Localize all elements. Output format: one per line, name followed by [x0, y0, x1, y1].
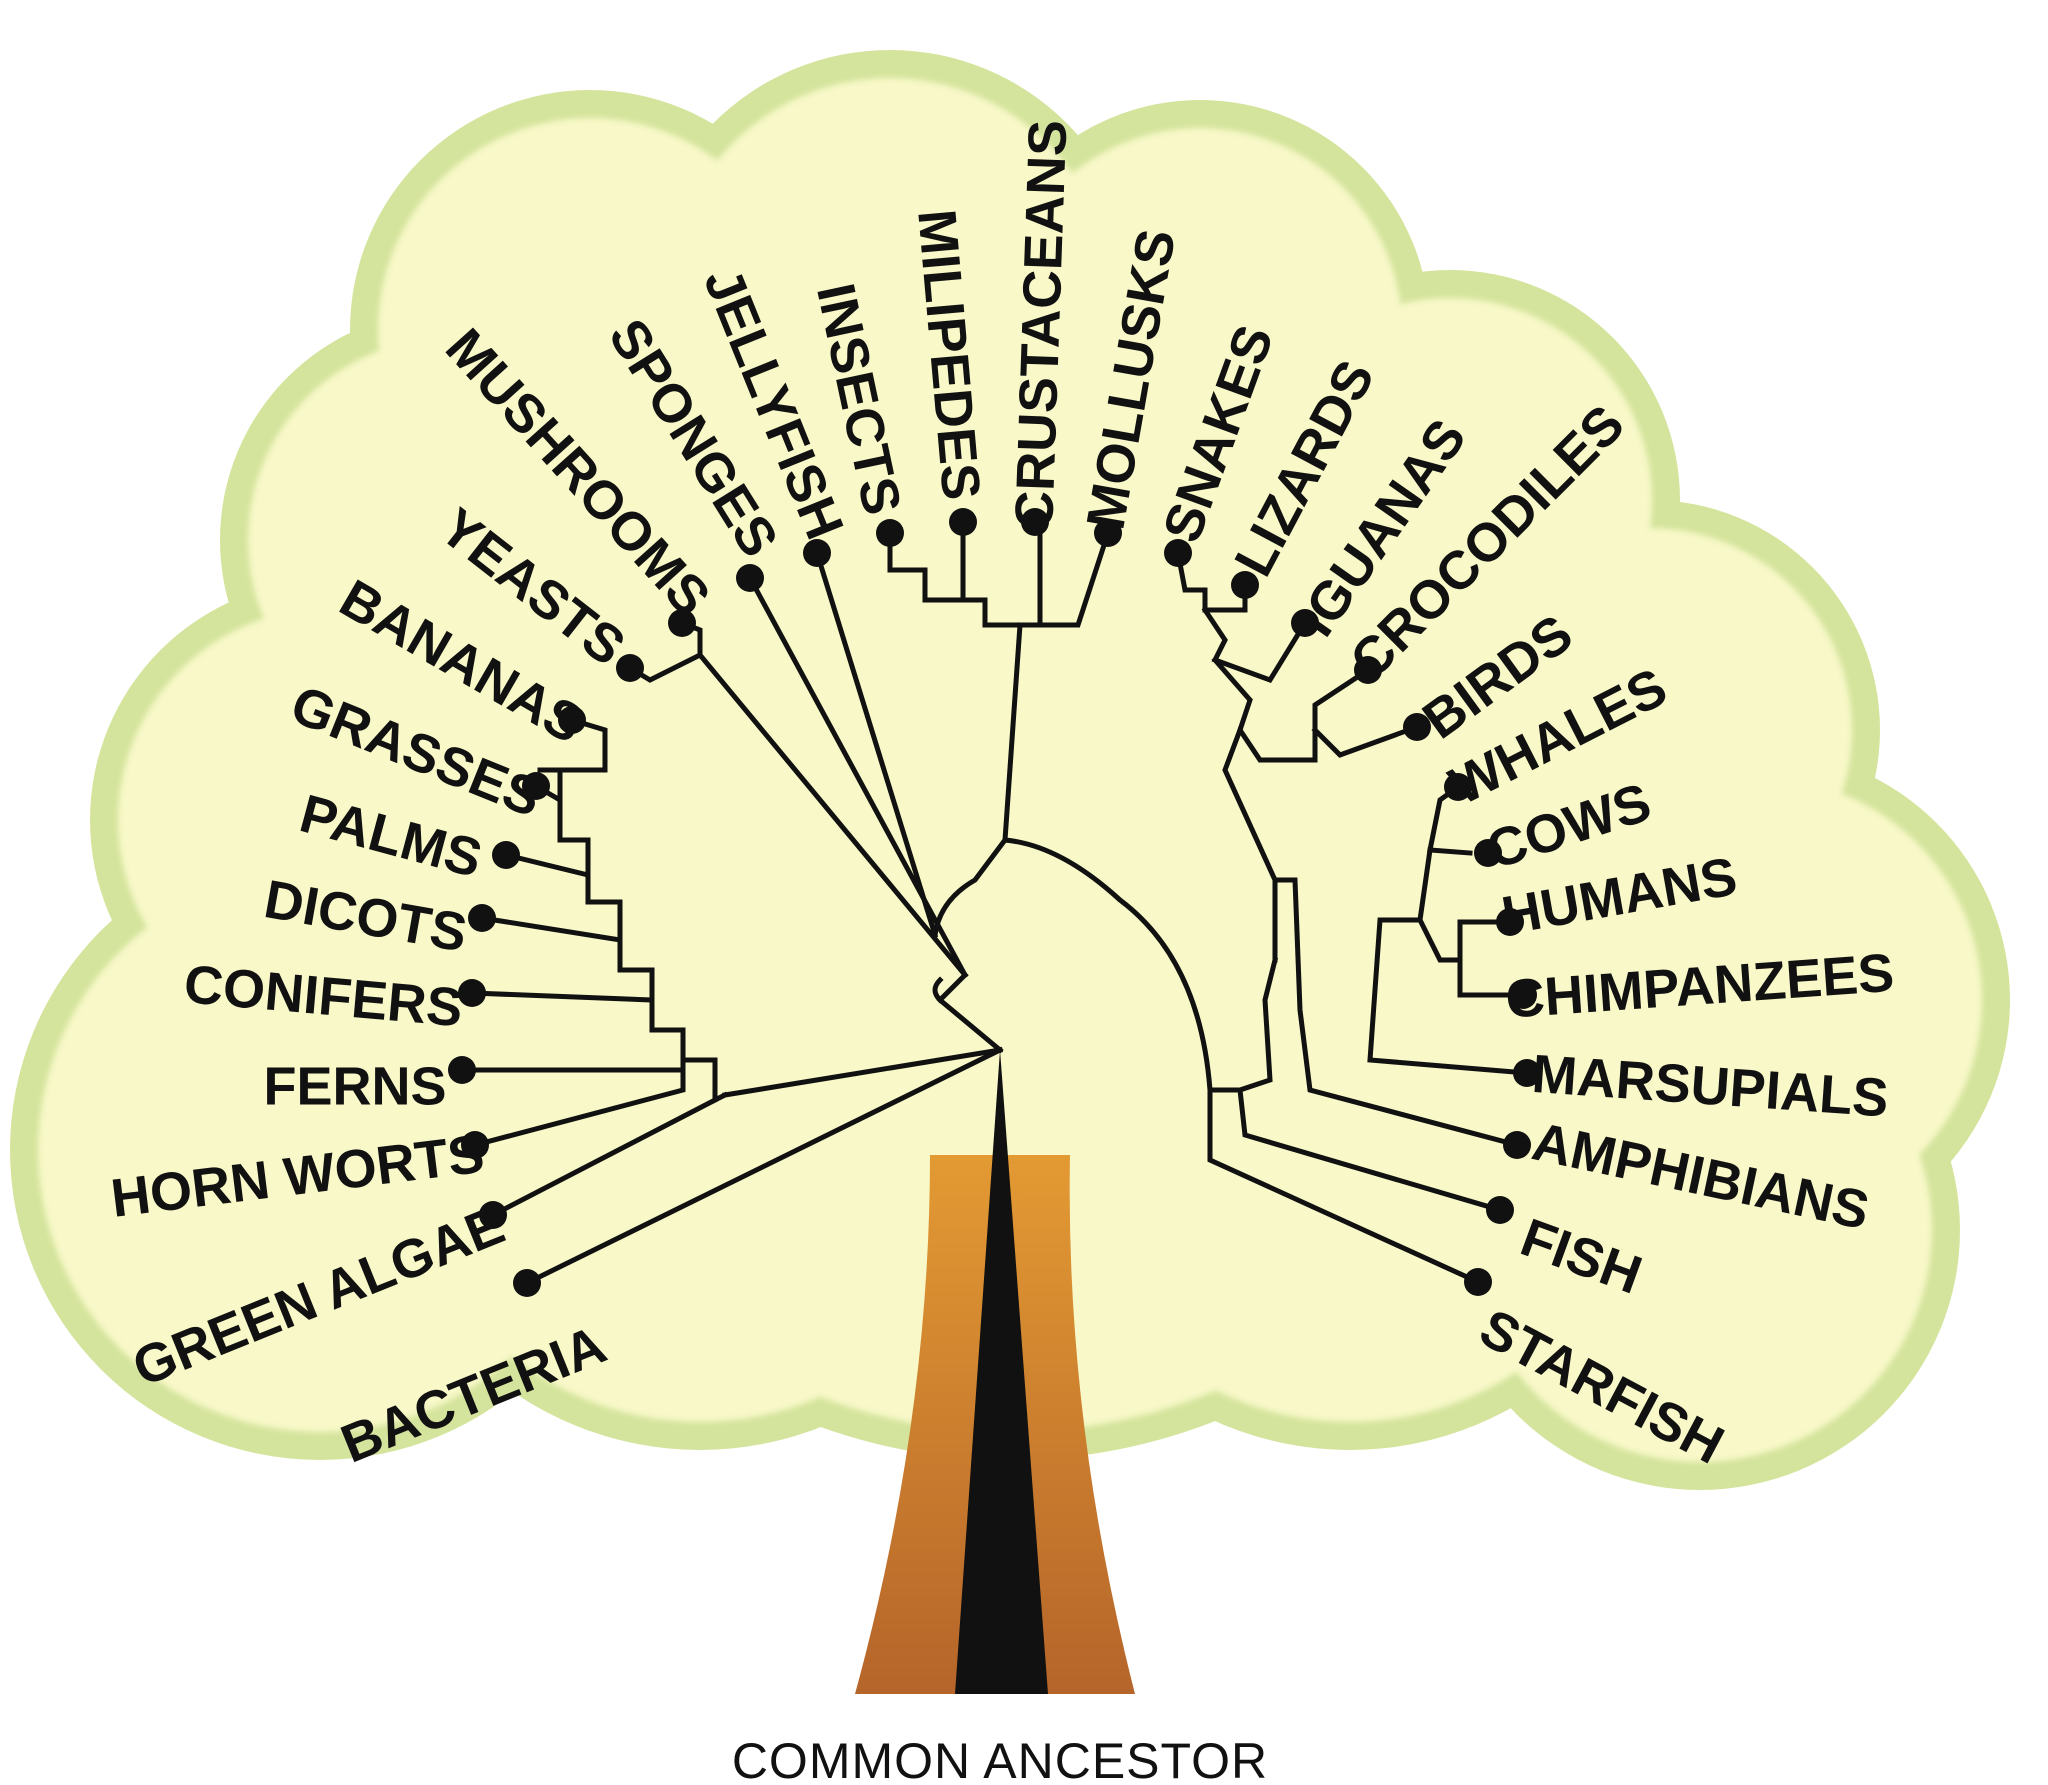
leaf-label-ferns: FERNS — [263, 1056, 446, 1116]
leaf-dot-humans — [1496, 908, 1524, 936]
branch-segment — [469, 967, 655, 1003]
leaf-dot-iguanas — [1291, 609, 1319, 637]
branch-segment — [1457, 957, 1526, 998]
branch-segment — [1037, 529, 1112, 628]
tree-trunk — [855, 1050, 1135, 1694]
leaf-dot-horn-worts — [461, 1131, 489, 1159]
leaf-dot-mushrooms — [668, 609, 696, 637]
leaf-dot-lizards — [1231, 571, 1259, 599]
branch-segment — [479, 899, 623, 943]
branch-segment — [537, 767, 729, 1105]
branch-segment — [557, 716, 608, 773]
leaf-dot-milipedes — [949, 508, 977, 536]
leaf-dot-mollusks — [1094, 519, 1122, 547]
leaf-dot-cows — [1474, 839, 1502, 867]
branch-segment — [1002, 622, 1023, 843]
leaf-dot-conifers — [458, 979, 486, 1007]
tree-branches — [459, 519, 1530, 1287]
branch-segment — [1222, 726, 1278, 963]
branch-segment — [1272, 877, 1521, 1149]
leaf-dot-birds — [1403, 713, 1431, 741]
leaf-dot-sponges — [736, 564, 764, 592]
branch-segment — [523, 1046, 1004, 1287]
branch-segment — [502, 837, 591, 879]
branch-segment — [1311, 723, 1421, 758]
leaf-dot-jellyfish — [803, 539, 831, 567]
leaf-dot-fish — [1486, 1196, 1514, 1224]
leaf-dot-insects — [876, 519, 904, 547]
leaf-dot-bacteria — [513, 1269, 541, 1297]
leaf-dot-palms — [492, 841, 520, 869]
leaf-dot-crocodiles — [1354, 656, 1382, 684]
branch-segment — [932, 837, 1213, 1093]
leaf-dot-grasses — [522, 772, 550, 800]
leaf-dot-starfish — [1464, 1268, 1492, 1296]
leaf-dot-chimpanzees — [1509, 981, 1537, 1009]
leaf-label-crustaceans: CRUSTACEANS — [1004, 119, 1078, 531]
branch-segment — [922, 519, 1043, 628]
branch-segment — [1207, 1087, 1482, 1286]
root-label: COMMON ANCESTOR — [732, 1733, 1268, 1785]
branch-segment — [1237, 956, 1504, 1214]
leaf-dot-whales — [1444, 773, 1472, 801]
leaf-dot-green-algae — [479, 1201, 507, 1229]
branch-segment — [887, 519, 966, 603]
branch-segment — [722, 1047, 1003, 1098]
tree-canopy — [10, 50, 2010, 1490]
leaf-dot-crustaceans — [1021, 508, 1049, 536]
leaf-dot-ferns — [448, 1056, 476, 1084]
leaf-dot-yeasts — [616, 654, 644, 682]
leaf-dot-dicots — [468, 904, 496, 932]
leaf-dot-amphibians — [1503, 1131, 1531, 1159]
branch-segment — [936, 971, 969, 1004]
branch-segment — [1175, 550, 1248, 613]
leaf-dot-snakes — [1164, 539, 1192, 567]
leaf-dot-bananas — [558, 706, 586, 734]
branch-segment — [489, 1096, 719, 1219]
leaf-dot-marsupials — [1513, 1059, 1541, 1087]
branch-segment — [813, 549, 939, 939]
branch-segment — [1367, 847, 1530, 1076]
branch-segment — [1211, 656, 1372, 763]
